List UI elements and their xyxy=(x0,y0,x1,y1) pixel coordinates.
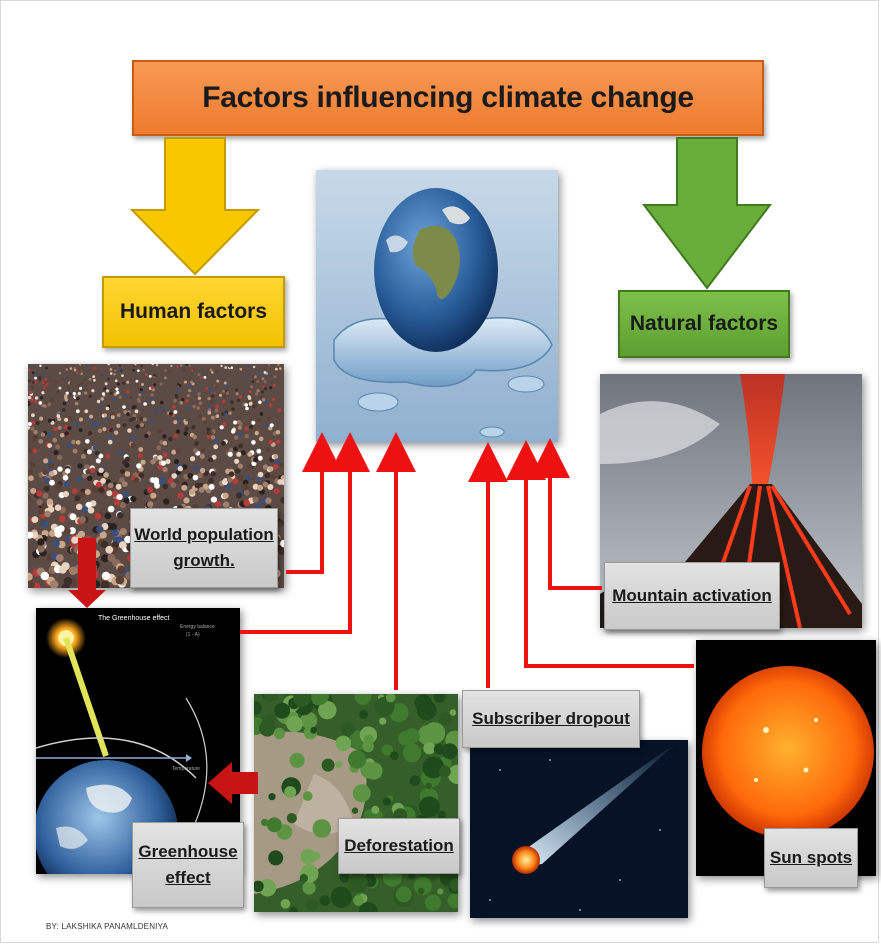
greenhouse-heading: The Greenhouse effect xyxy=(98,615,170,622)
mountain-activation-caption: Mountain activation xyxy=(604,562,780,630)
human-factors-label: Human factors xyxy=(102,276,285,348)
title-banner: Factors influencing climate change xyxy=(132,60,764,136)
deforestation-caption: Deforestation xyxy=(338,818,460,874)
greenhouse-inset-1: Energy balance xyxy=(180,624,215,630)
sun-spots-caption: Sun spots xyxy=(764,828,858,888)
population-line2: growth. xyxy=(173,551,235,570)
population-line1: World population xyxy=(134,524,274,544)
mountain-activation-text: Mountain activation xyxy=(612,585,772,605)
subscriber-dropout-text: Subscriber dropout xyxy=(472,708,630,728)
subscriber-dropout-caption: Subscriber dropout xyxy=(462,690,640,748)
greenhouse-caption: Greenhouse effect xyxy=(132,822,244,908)
greenhouse-line1: Greenhouse xyxy=(138,841,238,861)
deforestation-image xyxy=(254,694,458,912)
diagram-title: Factors influencing climate change xyxy=(202,81,694,114)
deforestation-text: Deforestation xyxy=(344,835,454,855)
greenhouse-inset-2: (1 - A) xyxy=(186,632,200,638)
sun-spots-text: Sun spots xyxy=(769,847,853,867)
world-population-caption: World population growth. xyxy=(130,508,278,588)
natural-factors-text: Natural factors xyxy=(629,312,779,335)
greenhouse-line2: effect xyxy=(165,868,211,887)
melting-earth-image xyxy=(316,170,558,442)
greenhouse-axis-label: Temperature xyxy=(172,766,200,772)
human-factors-text: Human factors xyxy=(119,300,268,323)
author-credit: BY: LAKSHIKA PANAMLDENIYA xyxy=(46,922,169,931)
natural-factors-label: Natural factors xyxy=(618,290,790,358)
meteor-image xyxy=(470,740,688,918)
